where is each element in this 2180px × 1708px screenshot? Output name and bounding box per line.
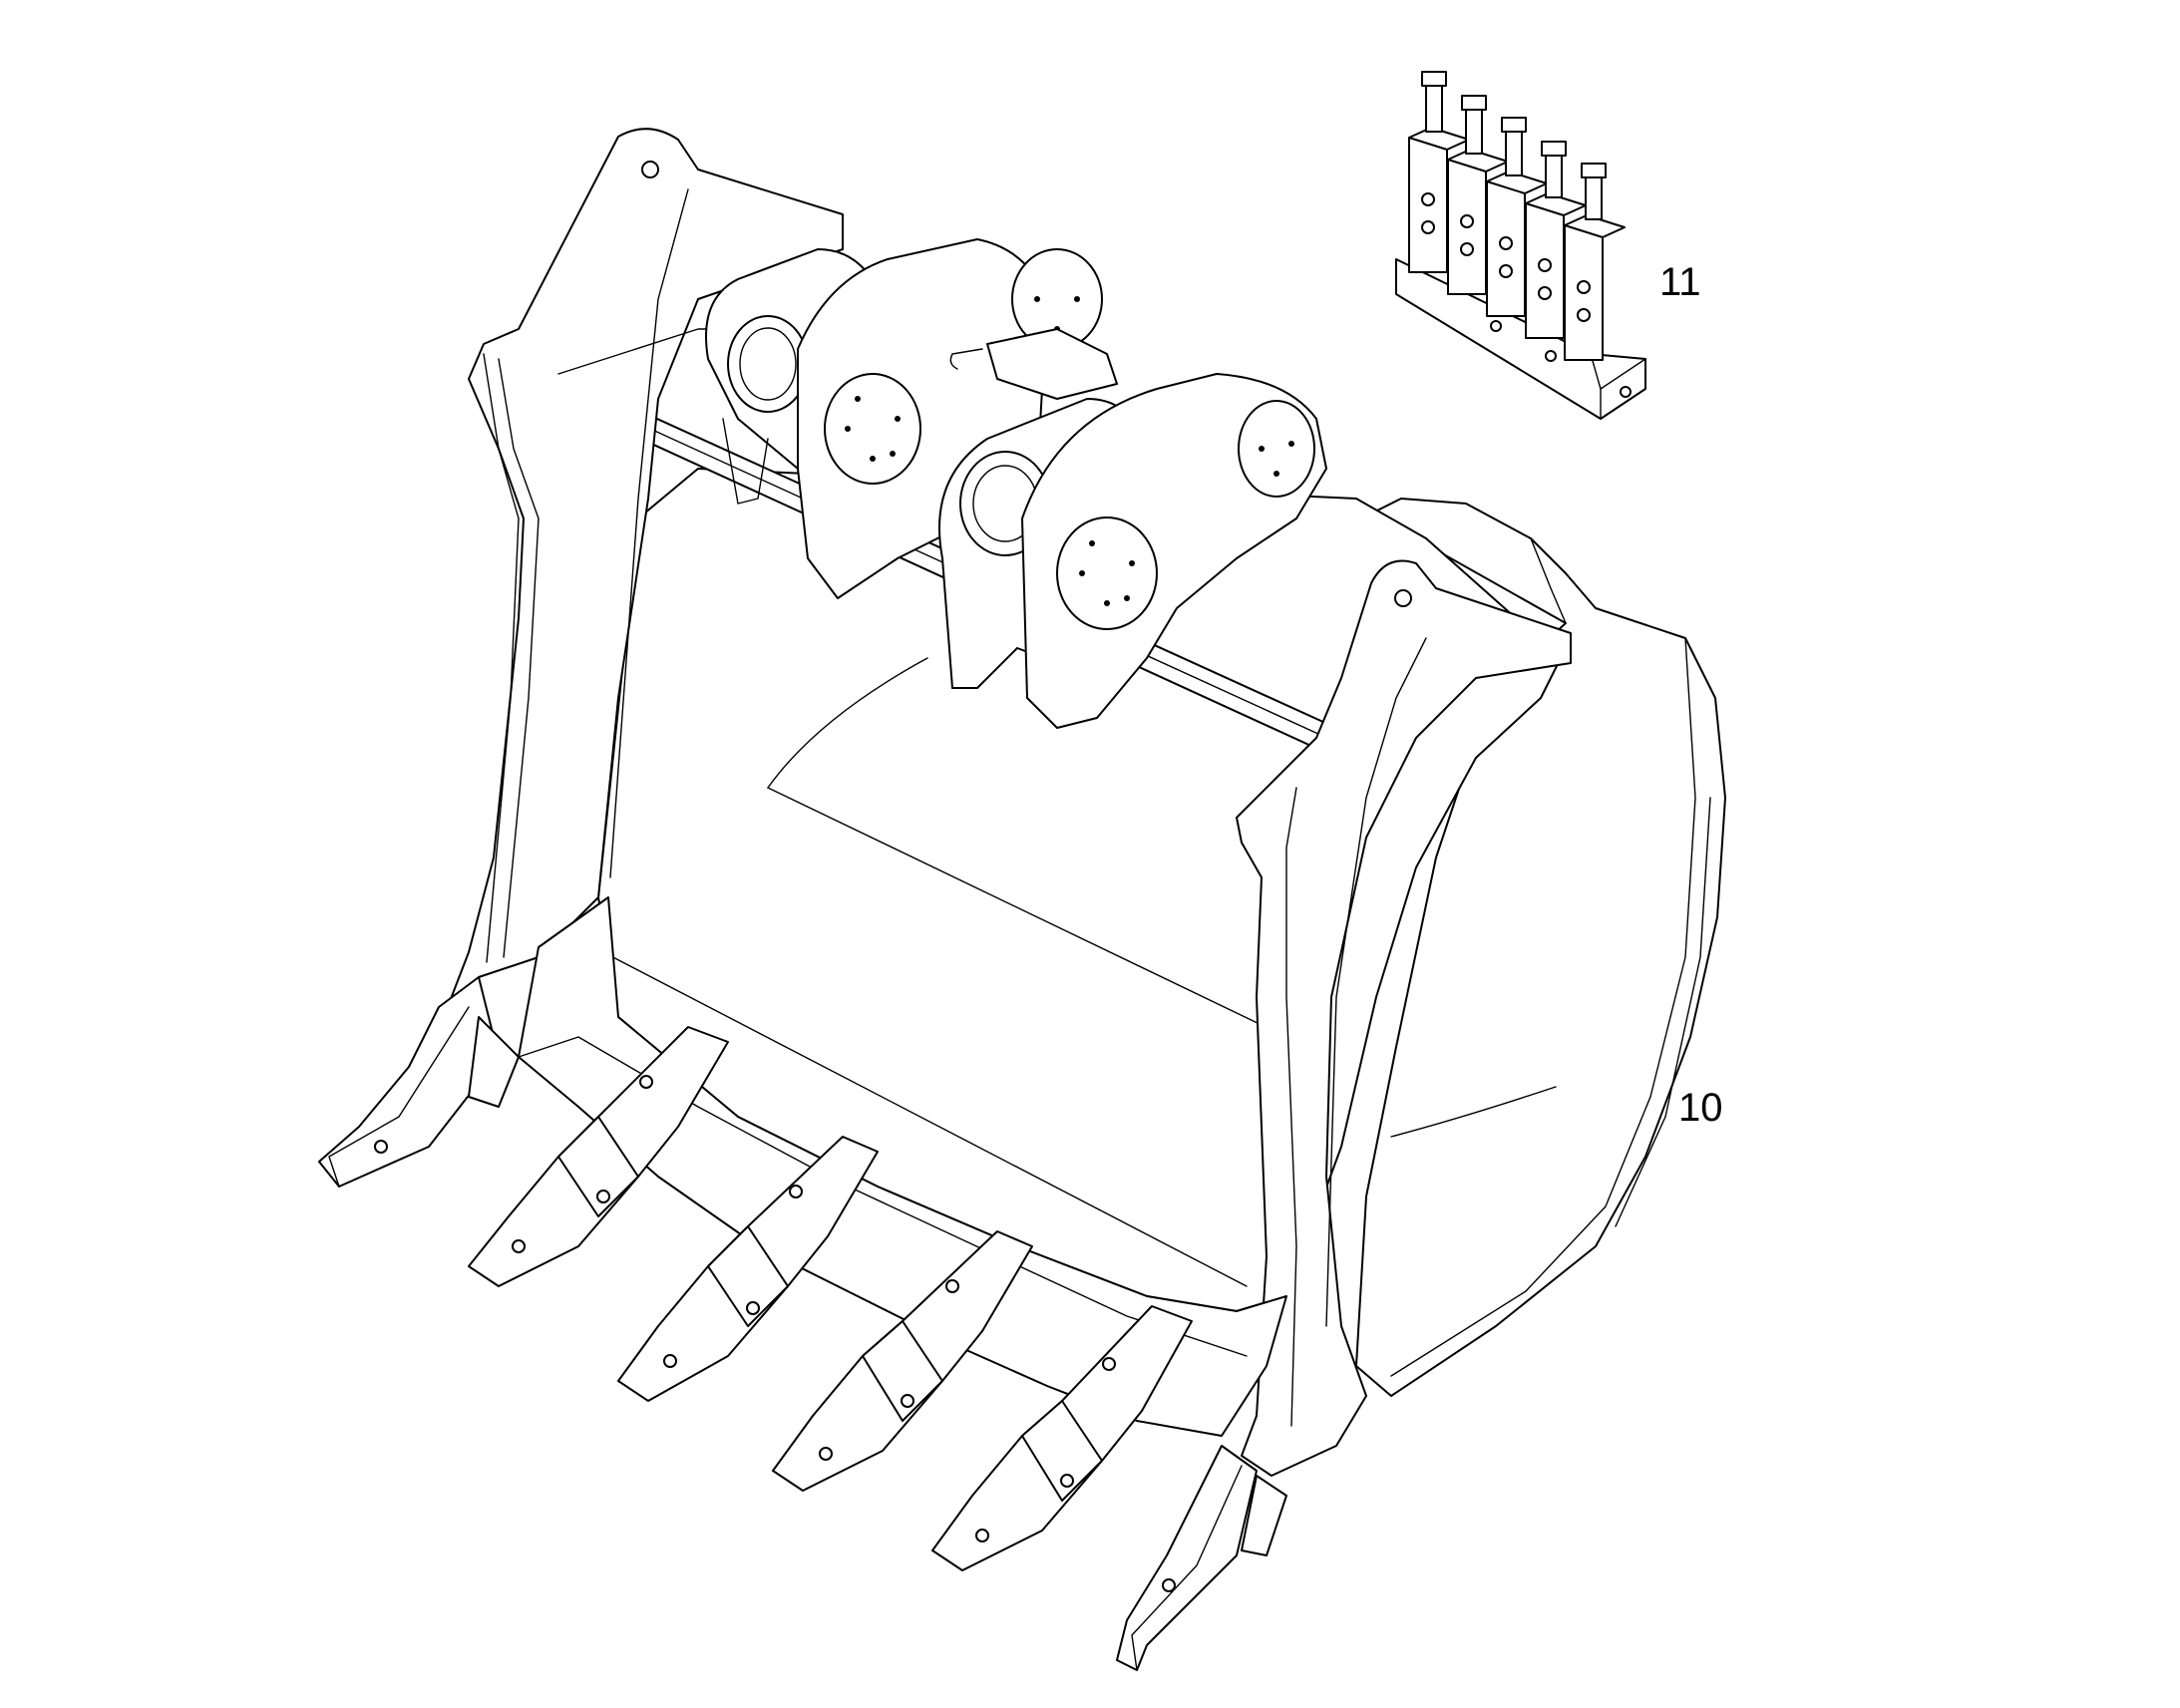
manifold-base	[1395, 258, 1646, 420]
valve-block-assembly	[1395, 71, 1646, 420]
valve-1	[1408, 71, 1470, 273]
bucket-pin-lugs	[705, 238, 1327, 729]
bucket-teeth	[318, 976, 1287, 1671]
valve-3	[1486, 117, 1548, 317]
excavator-bucket	[318, 128, 1726, 1671]
tooth-1	[318, 976, 520, 1188]
callout-label-valve-block: 11	[1659, 260, 1701, 304]
valve-2	[1447, 95, 1509, 295]
bucket-right-side-plate	[1236, 559, 1572, 1477]
tooth-5	[931, 1305, 1193, 1571]
tooth-2	[468, 1026, 729, 1287]
tooth-6	[1116, 1445, 1287, 1671]
callout-label-bucket: 10	[1678, 1086, 1723, 1130]
bucket-back-shell	[1355, 498, 1726, 1397]
valve-4	[1525, 141, 1587, 339]
tooth-4	[772, 1230, 1033, 1492]
tooth-3	[617, 1136, 879, 1402]
valve-5	[1564, 163, 1626, 361]
